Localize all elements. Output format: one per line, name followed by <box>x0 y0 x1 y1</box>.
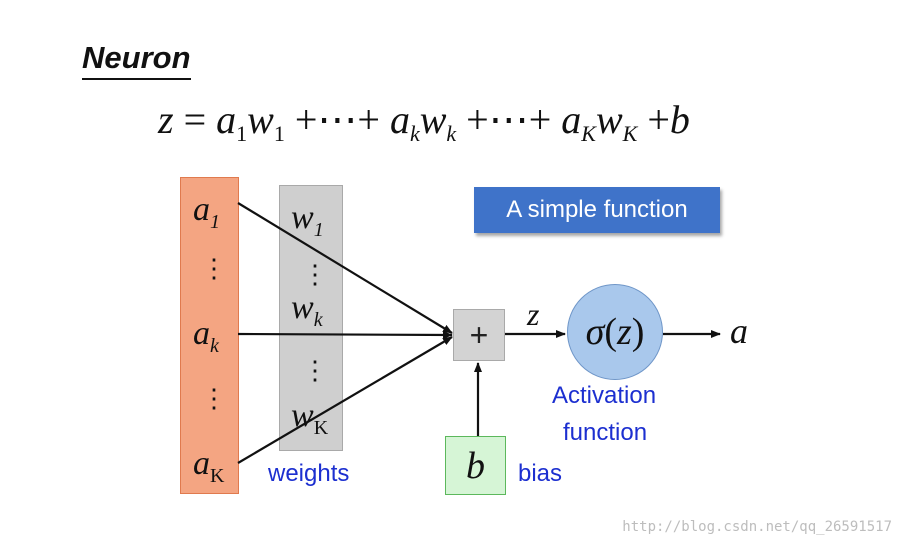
summation-node: + <box>453 309 505 361</box>
activation-label-line1: Activation <box>552 382 657 409</box>
neuron-equation: z = a1w1 +⋯+ akwk +⋯+ aKwK +b <box>158 97 690 146</box>
watermark: http://blog.csdn.net/qq_26591517 <box>622 519 892 535</box>
input-ak: ak <box>193 315 219 357</box>
activation-label-line2: function <box>563 419 648 446</box>
weight-wk: wk <box>291 289 323 331</box>
weight-wK: wK <box>291 397 329 439</box>
simple-function-label: A simple function <box>474 187 720 233</box>
weights-label: weights <box>268 460 350 487</box>
input-aK: aK <box>193 445 225 487</box>
activation-node: σ(z) <box>567 284 663 380</box>
weight-w1: w1 <box>291 199 324 241</box>
bias-node: b <box>445 436 506 495</box>
z-label: z <box>527 296 540 332</box>
input-ellipsis-2: ⋮ <box>201 384 227 413</box>
slide-title: Neuron <box>82 40 191 80</box>
edge-a1-to-sum <box>237 202 453 334</box>
edge-aK-to-sum <box>237 336 453 464</box>
input-a1: a1 <box>193 191 220 233</box>
bias-label: bias <box>518 460 563 487</box>
input-ellipsis-1: ⋮ <box>201 254 227 283</box>
edge-ak-to-sum <box>237 330 453 339</box>
output-a: a <box>730 311 748 351</box>
weight-ellipsis-1: ⋮ <box>302 260 328 289</box>
input-column <box>180 177 239 494</box>
weight-ellipsis-2: ⋮ <box>302 356 328 385</box>
